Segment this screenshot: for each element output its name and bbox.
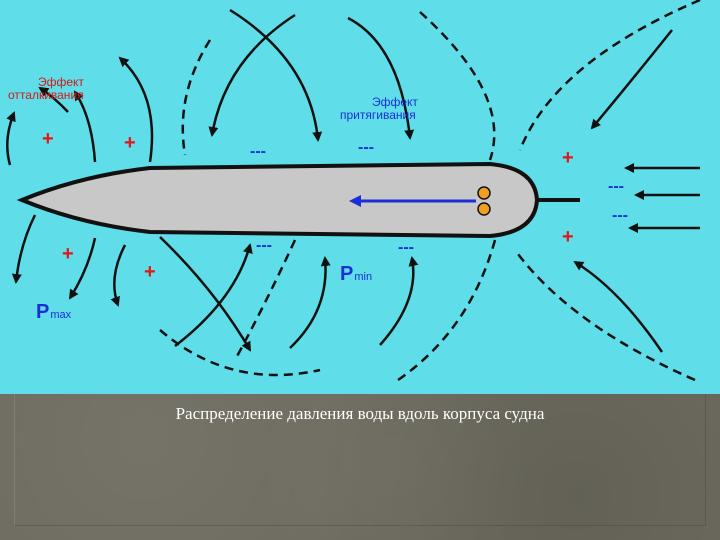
repulsion-label-line-2: отталкивания: [8, 88, 84, 102]
streamline-bottom-10: [397, 239, 497, 382]
p-max-label: Pmax: [36, 301, 72, 323]
diagram-caption: Распределение давления воды вдоль корпус…: [175, 404, 545, 423]
streamline-bottom-7: [379, 256, 419, 346]
streamline-bottom-11: [573, 260, 664, 353]
pressure-diagram: Эффект отталкивания Эффект притягивания …: [0, 0, 720, 394]
streamline-bottom-3: [110, 244, 127, 307]
streamline-top-9: [419, 11, 496, 161]
streamline-top-2: [38, 86, 69, 113]
minus-sign-3: ---: [256, 237, 272, 254]
minus-sign-6: ---: [612, 207, 628, 224]
streamline-top-6: [229, 8, 323, 142]
propeller-icon: [477, 186, 491, 216]
streamline-bottom-6: [289, 256, 331, 349]
streamline-bottom-5: [174, 243, 253, 347]
streamline-bottom-4: [159, 236, 252, 352]
streamline-bottom-9: [233, 239, 297, 361]
p-min-main: P: [340, 263, 353, 285]
plus-sign-6: +: [144, 261, 156, 283]
streamline-top-4: [118, 56, 154, 163]
p-min-label: Pmin: [340, 263, 372, 285]
minus-sign-4: ---: [398, 239, 414, 256]
plus-sign-5: +: [62, 243, 74, 265]
plus-sign-4: +: [562, 226, 574, 248]
streamline-top-11: [518, 0, 701, 151]
streamline-top-1: [6, 111, 16, 166]
p-max-main: P: [36, 301, 49, 323]
minus-sign-5: ---: [608, 178, 624, 195]
plus-sign-2: +: [124, 132, 136, 154]
p-min-sub: min: [354, 271, 372, 283]
streamline-bottom-2: [68, 237, 97, 300]
minus-sign-1: ---: [250, 143, 266, 160]
streamline-top-5: [208, 13, 296, 137]
streamline-top-8: [181, 39, 212, 156]
streamline-bottom-1: [11, 214, 37, 284]
streamline-bottom-8: [159, 329, 321, 377]
streamline-top-10: [590, 29, 673, 130]
caption-panel: Распределение давления воды вдоль корпус…: [0, 394, 720, 540]
plus-sign-3: +: [562, 147, 574, 169]
attraction-label-line-2: притягивания: [340, 108, 416, 122]
streamline-top-7: [347, 16, 415, 140]
streamline-top-3: [73, 90, 97, 163]
plus-sign-1: +: [42, 128, 54, 150]
streamline-bottom-12: [513, 249, 696, 382]
repulsion-label-line-1: Эффект: [38, 75, 84, 89]
attraction-label-line-1: Эффект: [372, 95, 418, 109]
minus-sign-2: ---: [358, 139, 374, 156]
p-max-sub: max: [50, 309, 71, 321]
